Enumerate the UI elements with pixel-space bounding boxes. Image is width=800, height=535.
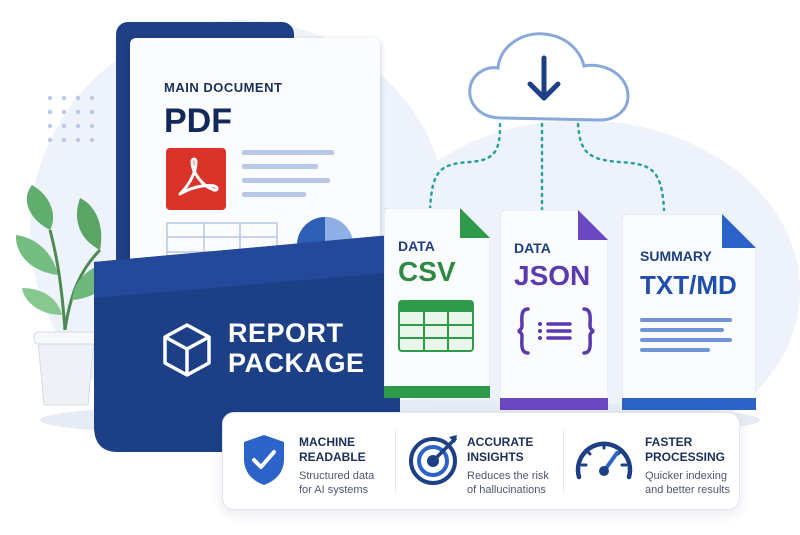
feature-2-desc-2: of hallucinations	[467, 484, 546, 496]
feature-1-desc-1: Structured data	[299, 470, 375, 482]
feature-3-desc-2: and better results	[645, 484, 730, 496]
feature-1-title-1: MACHINE	[299, 435, 355, 449]
divider	[563, 429, 564, 493]
features-panel: MACHINE READABLE Structured data for AI …	[222, 412, 740, 510]
feature-2-title-1: ACCURATE	[467, 435, 534, 449]
summary-card-shape	[622, 214, 756, 410]
dot-grid-decoration	[47, 95, 95, 143]
csv-format: CSV	[398, 256, 456, 287]
summary-format: TXT/MD	[640, 270, 737, 300]
cloud-download-icon	[468, 32, 630, 122]
feature-2-title-2: INSIGHTS	[467, 450, 524, 464]
json-card-shape	[500, 210, 608, 410]
box-icon	[163, 323, 211, 377]
shield-check-icon	[244, 435, 284, 485]
folder-title-line2: PACKAGE	[228, 348, 365, 378]
folder-title-line1: REPORT	[228, 318, 344, 348]
feature-3-title-1: FASTER	[645, 435, 693, 449]
csv-label: DATA	[398, 238, 435, 254]
dotted-connectors	[428, 122, 666, 212]
braces-icon	[517, 307, 595, 355]
spreadsheet-icon	[398, 300, 474, 352]
json-label: DATA	[514, 240, 551, 256]
feature-2-desc-1: Reduces the risk	[467, 470, 549, 482]
feature-3-desc-1: Quicker indexing	[645, 470, 727, 482]
feature-3-title-2: PROCESSING	[645, 450, 726, 464]
json-file-card: DATA JSON	[500, 210, 608, 410]
pdf-acrobat-icon	[166, 148, 226, 210]
csv-file-card: DATA CSV	[384, 208, 490, 398]
pdf-format: PDF	[164, 102, 232, 140]
text-lines-icon	[640, 318, 732, 352]
feature-1-title-2: READABLE	[299, 450, 366, 464]
pdf-text-lines	[242, 150, 334, 197]
summary-file-card: SUMMARY TXT/MD	[622, 214, 756, 410]
speedometer-icon	[575, 441, 633, 480]
json-format: JSON	[514, 260, 591, 291]
summary-label: SUMMARY	[640, 248, 712, 264]
pdf-label: MAIN DOCUMENT	[164, 80, 283, 95]
target-icon	[409, 435, 457, 485]
divider	[395, 429, 396, 493]
feature-1-desc-2: for AI systems	[299, 484, 369, 496]
plant-pot-icon	[15, 185, 115, 406]
report-package-folder	[94, 235, 400, 452]
